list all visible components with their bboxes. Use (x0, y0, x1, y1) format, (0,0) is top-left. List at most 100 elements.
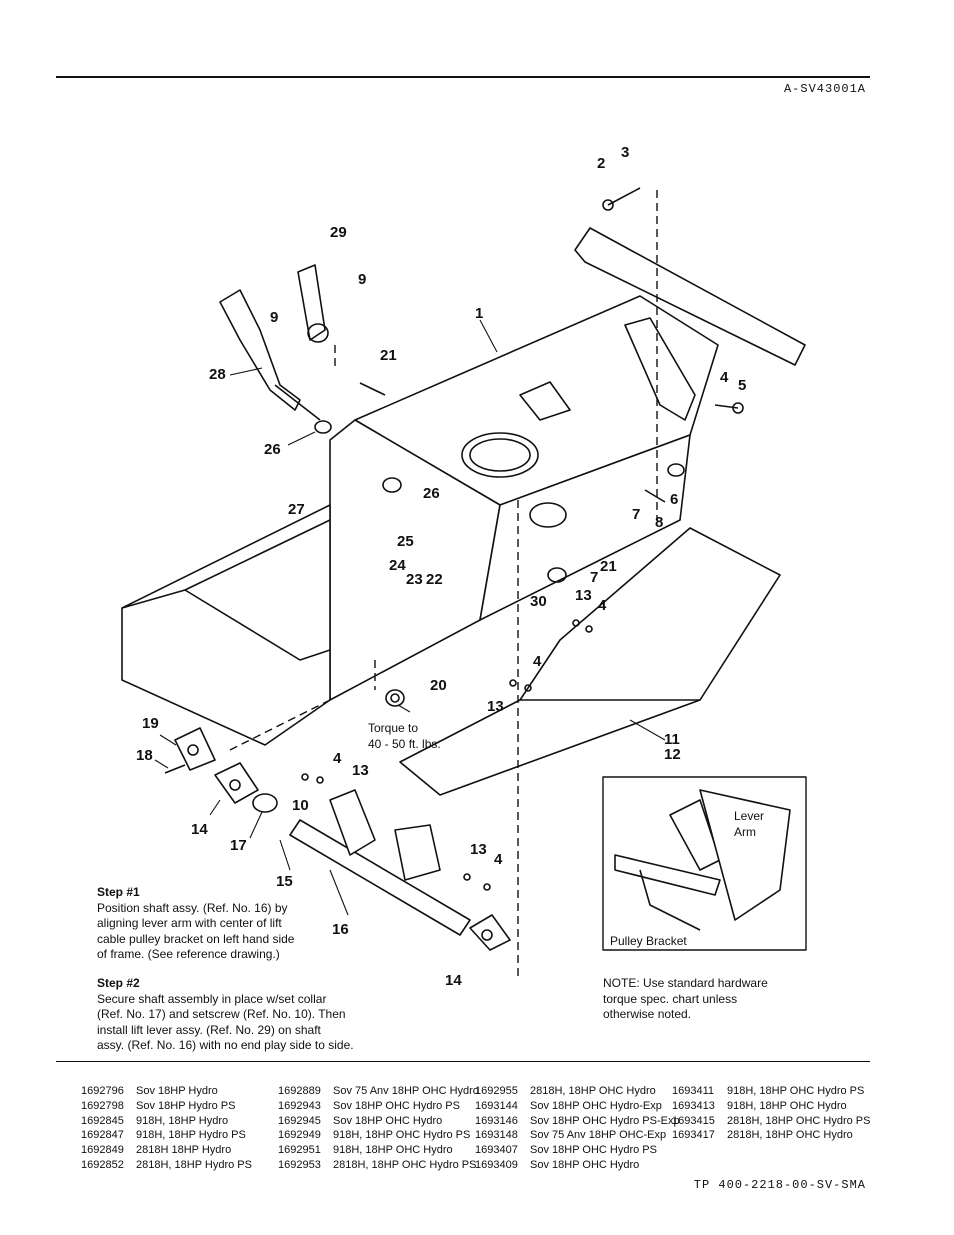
callout-23: 23 (406, 571, 423, 588)
bottom-rule (56, 1061, 870, 1062)
step-1-line: cable pulley bracket on left hand side (97, 931, 295, 946)
step-2-instructions: Step #2 Secure shaft assembly in place w… (97, 976, 397, 1054)
callout-12: 12 (664, 746, 681, 763)
top-rule (56, 76, 870, 78)
bushing-26 (314, 420, 332, 434)
callout-28: 28 (209, 366, 226, 383)
footer-document-code: TP 400-2218-00-SV-SMA (693, 1178, 866, 1192)
callout-9: 9 (358, 271, 366, 288)
callout-5: 5 (738, 377, 746, 394)
front-crossbar (574, 227, 806, 366)
callout-21: 21 (380, 347, 397, 364)
bracket-right (624, 317, 696, 421)
frame-hole (461, 432, 539, 478)
callout-22: 22 (426, 571, 443, 588)
collar-17 (252, 793, 278, 813)
callout-11: 11 (664, 731, 680, 748)
callout-13: 13 (487, 698, 504, 715)
shaft-16 (289, 819, 471, 936)
callout-8: 8 (655, 514, 663, 531)
callout-17: 17 (230, 837, 247, 854)
frame-tray (121, 504, 331, 746)
bracket-28 (219, 289, 301, 411)
note-line: NOTE: Use standard hardware (603, 976, 768, 990)
document-code: A-SV43001A (783, 82, 866, 96)
bushing-6 (667, 463, 685, 477)
callout-29: 29 (330, 224, 347, 241)
flange-19 (174, 727, 216, 771)
step-1-line: of frame. (See reference drawing.) (97, 947, 280, 961)
callout-18: 18 (136, 747, 153, 764)
bolt-18 (164, 764, 186, 774)
bushing-30 (547, 567, 567, 583)
hardware-note: NOTE: Use standard hardware torque spec.… (603, 976, 803, 1023)
lift-lever-29 (297, 264, 326, 341)
callout-21: 21 (600, 558, 617, 575)
callout-9: 9 (270, 309, 278, 326)
bolt-5 (714, 404, 739, 409)
callout-25: 25 (397, 533, 414, 550)
callout-24: 24 (389, 557, 406, 574)
bearing-14-lower (469, 914, 511, 951)
frame-side-right (479, 434, 691, 621)
lever-arm-16 (329, 789, 376, 856)
note-line: torque spec. chart unless (603, 991, 738, 1006)
bolt-2 (607, 187, 641, 206)
callout-4: 4 (333, 750, 342, 767)
callout-14: 14 (445, 972, 462, 989)
callout-13: 13 (352, 762, 369, 779)
callout-7: 7 (590, 569, 598, 586)
step-2-line: assy. (Ref. No. 16) with no end play sid… (97, 1038, 354, 1052)
callout-1: 1 (475, 305, 483, 322)
torque-note-line2: 40 - 50 ft. lbs. (368, 737, 441, 751)
callout-19: 19 (142, 715, 159, 732)
callout-3: 3 (621, 144, 629, 161)
step-2-title: Step #2 (97, 976, 140, 990)
step-1-line: Position shaft assy. (Ref. No. 16) by (97, 900, 288, 915)
callout-27: 27 (288, 501, 305, 518)
callout-30: 30 (530, 593, 547, 610)
callout-4: 4 (494, 851, 503, 868)
bolt-21 (359, 382, 386, 396)
bearing-14-upper (214, 762, 259, 804)
callout-13: 13 (575, 587, 592, 604)
pulley-bracket-label: Pulley Bracket (610, 934, 687, 948)
callout-15: 15 (276, 873, 293, 890)
step-2-line: (Ref. No. 17) and setscrew (Ref. No. 10)… (97, 1007, 346, 1021)
lever-arm-label-1: Lever (734, 809, 764, 823)
callout-4: 4 (598, 597, 607, 614)
step-2-line: Secure shaft assembly in place w/set col… (97, 991, 327, 1006)
callout-7: 7 (632, 506, 640, 523)
callout-26: 26 (423, 485, 440, 502)
frame-slot (519, 381, 571, 421)
step-1-title: Step #1 (97, 885, 140, 899)
step-1-line: aligning lever arm with center of lift (97, 916, 282, 930)
callout-4: 4 (533, 653, 542, 670)
callout-26: 26 (264, 441, 281, 458)
step-1-instructions: Step #1 Position shaft assy. (Ref. No. 1… (97, 885, 347, 963)
